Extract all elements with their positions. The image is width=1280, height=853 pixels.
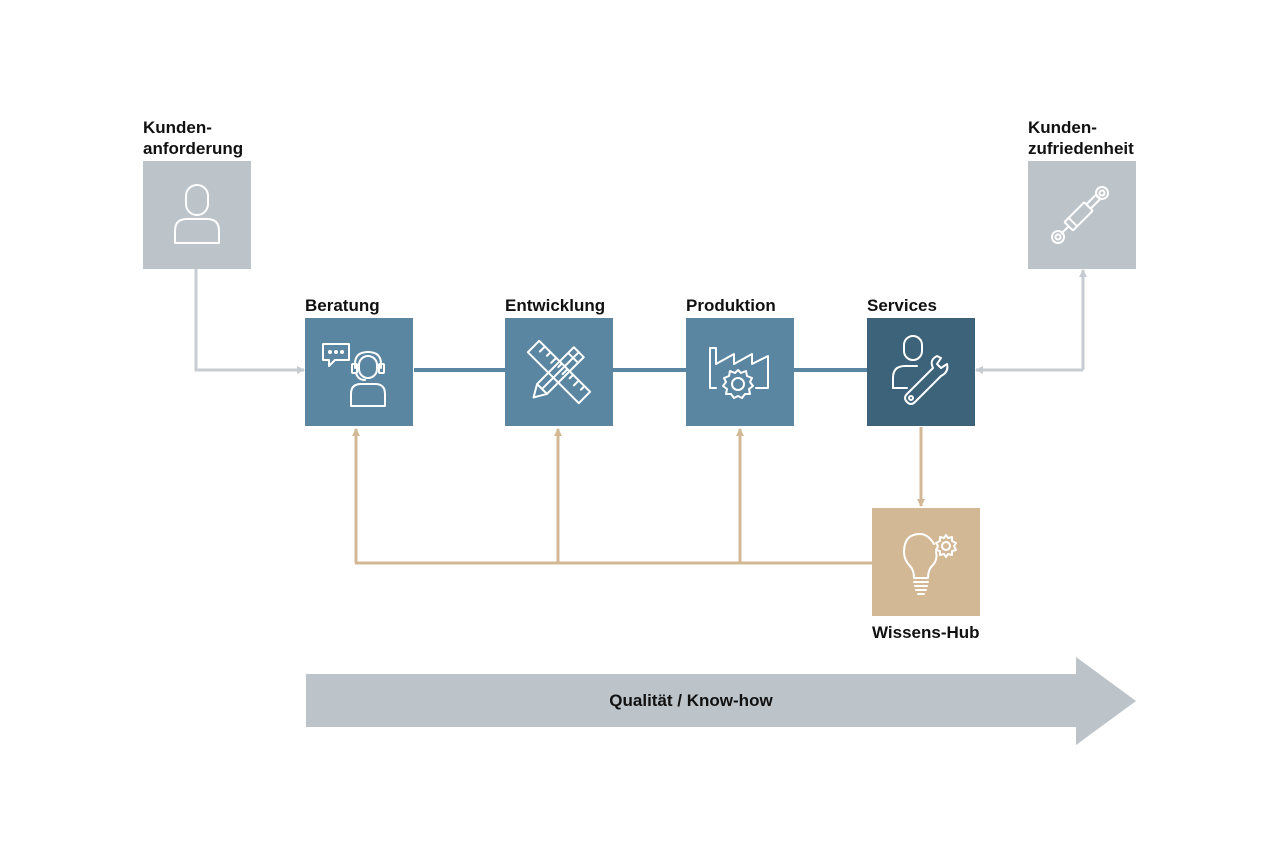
lightbulb-gear-icon	[903, 533, 957, 595]
person-icon	[174, 184, 220, 244]
pencil-ruler-icon	[526, 339, 592, 405]
label-produktion: Produktion	[686, 296, 776, 315]
arrow-shape	[306, 657, 1136, 745]
box-wissens-hub	[872, 508, 980, 616]
box-services	[867, 318, 975, 426]
connector-anforderung-to-beratung	[194, 269, 305, 374]
factory-gear-icon	[709, 347, 769, 399]
label-kundenzufriedenheit: Kunden- zufriedenheit	[1028, 117, 1134, 159]
box-produktion	[686, 318, 794, 426]
label-kundenzufriedenheit-line1: Kunden-	[1028, 118, 1097, 137]
label-wissens-hub: Wissens-Hub	[872, 623, 980, 642]
label-beratung: Beratung	[305, 296, 380, 315]
label-services: Services	[867, 296, 937, 315]
box-kundenzufriedenheit	[1028, 161, 1136, 269]
box-beratung	[305, 318, 413, 426]
person-wrench-icon	[892, 335, 949, 405]
label-kundenanforderung-line1: Kunden-	[143, 118, 212, 137]
headset-support-icon	[322, 343, 386, 407]
label-entwicklung: Entwicklung	[505, 296, 606, 315]
quality-knowhow-arrow: Qualität / Know-how	[306, 657, 1138, 745]
hydraulic-cylinder-icon	[1051, 186, 1109, 244]
label-kundenanforderung: Kunden- anforderung	[143, 117, 243, 159]
arrow-label: Qualität / Know-how	[609, 691, 773, 710]
box-entwicklung	[505, 318, 613, 426]
label-kundenzufriedenheit-line2: zufriedenheit	[1028, 139, 1134, 158]
label-kundenanforderung-line2: anforderung	[143, 139, 244, 158]
box-kundenanforderung	[143, 161, 251, 269]
